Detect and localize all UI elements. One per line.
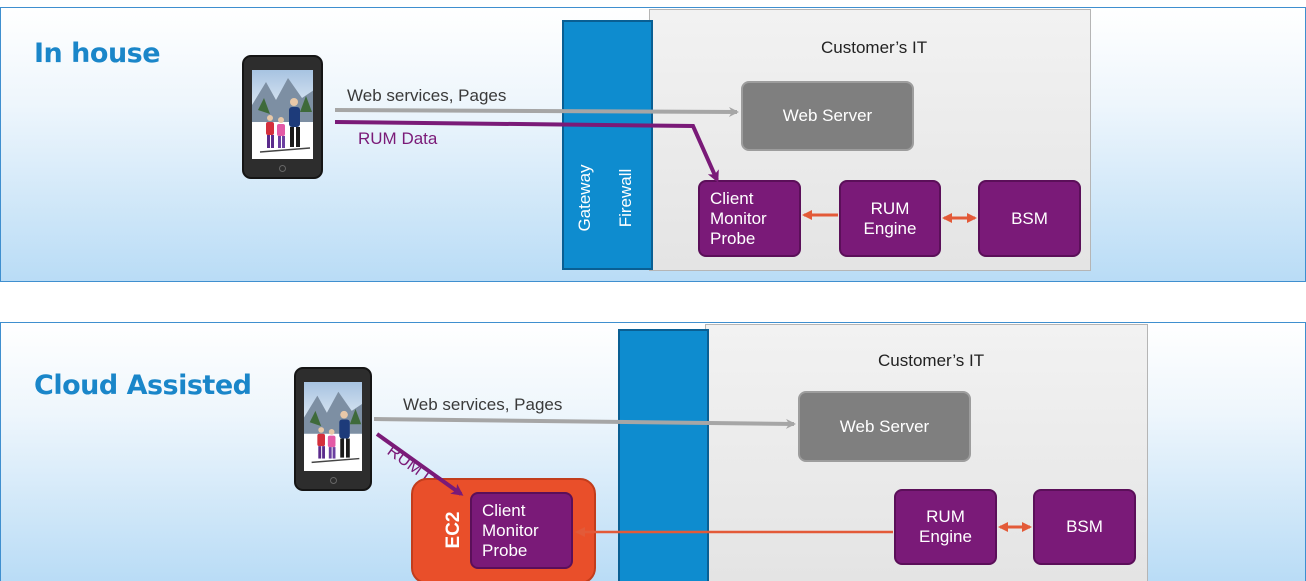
rum-data-arrow [334, 120, 719, 183]
rum-engine-node: RUM Engine [894, 489, 997, 565]
rum-engine-node: RUM Engine [839, 180, 941, 257]
client-monitor-probe-node: Client Monitor Probe [698, 180, 801, 257]
web-services-arrow [373, 417, 796, 429]
panel-title: Cloud Assisted [34, 370, 252, 401]
bsm-node: BSM [1033, 489, 1136, 565]
web-services-label: Web services, Pages [403, 395, 563, 414]
tablet-home-button [329, 477, 337, 484]
cloud-assisted-panel: Cloud Assisted Customer’s IT [0, 322, 1306, 581]
tablet-photo-icon [294, 367, 372, 491]
tablet-screen [252, 70, 313, 159]
tablet-photo-icon [242, 55, 323, 179]
customers-it-label: Customer’s IT [878, 351, 985, 370]
web-server-node: Web Server [798, 391, 971, 462]
tablet-screen [304, 382, 362, 471]
bsm-node: BSM [978, 180, 1081, 257]
in-house-arrows [334, 106, 977, 223]
client-monitor-probe-node: Client Monitor Probe [470, 492, 573, 569]
rum-data-arrow [375, 432, 464, 496]
tablet-home-button [279, 165, 286, 172]
gateway-firewall [618, 329, 709, 581]
panel-title: In house [34, 38, 161, 69]
web-server-node: Web Server [741, 81, 914, 151]
cloud-assisted-arrows [373, 417, 1032, 537]
web-services-label: Web services, Pages [347, 86, 507, 105]
customers-it-label: Customer’s IT [821, 38, 928, 57]
web-services-arrow [334, 106, 739, 117]
gateway-firewall [562, 20, 653, 270]
in-house-panel: In house Customer’s IT Gateway Firewall [0, 7, 1306, 282]
rum-data-label: RUM Data [358, 129, 438, 148]
